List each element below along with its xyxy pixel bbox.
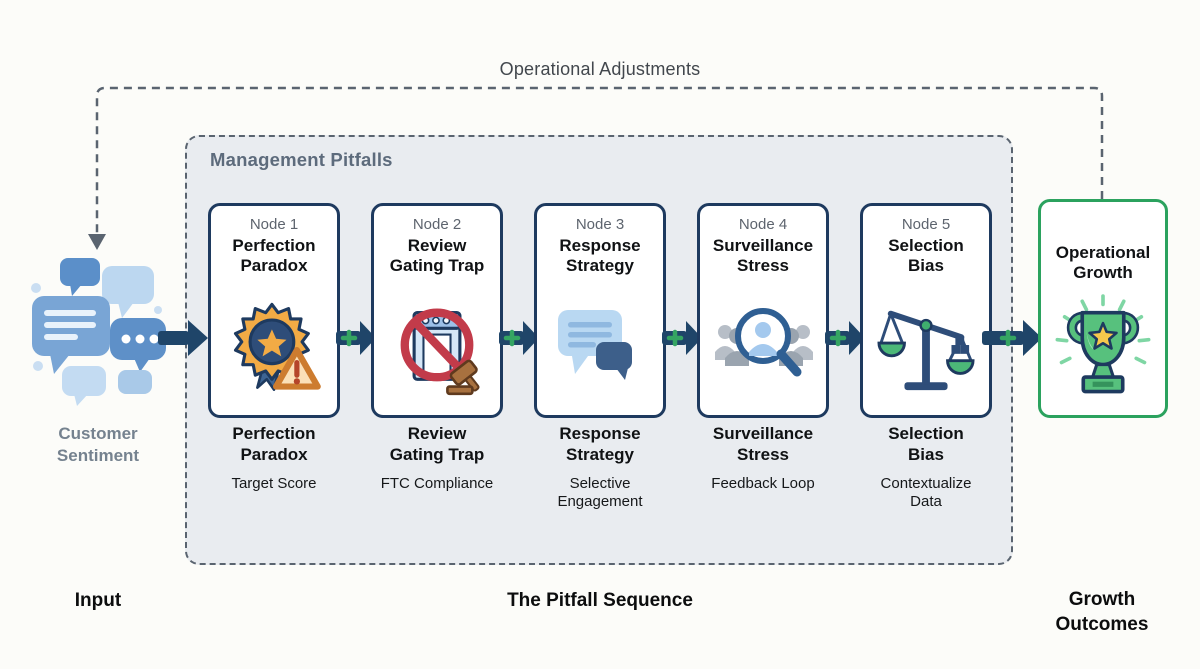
node-number: Node 3: [575, 216, 625, 233]
node-card-review-gating-trap: Node 2 Review Gating Trap: [371, 203, 503, 418]
trophy-icon: [1055, 294, 1151, 394]
flow-arrow-plus-icon: [336, 321, 376, 355]
chat-bubbles-cluster-icon: [31, 258, 166, 406]
flow-arrow-plus-icon: [662, 321, 702, 355]
node-number: Node 4: [738, 216, 788, 233]
outcome-title-line1: Operational: [1055, 243, 1151, 262]
node-title-line1: Response: [559, 236, 641, 255]
flow-arrow-plus-icon: [825, 321, 865, 355]
chat-reply-bubbles-icon: [558, 309, 632, 380]
node-title-line2: Bias: [908, 256, 944, 276]
node-card-response-strategy: Node 3 Response Strategy: [534, 203, 666, 418]
node-title-line1: Surveillance: [712, 236, 814, 255]
prohibited-gate-gavel-icon: [400, 308, 480, 395]
node-card-perfection-paradox: Node 1 Perfection Paradox: [208, 203, 340, 418]
node-title-line1: Selection: [888, 236, 964, 255]
outcome-card-operational-growth: Operational Growth: [1038, 199, 1168, 418]
unbalanced-scale-icon: [877, 310, 975, 390]
flow-arrow-plus-icon: [982, 320, 1042, 356]
flow-arrow-plus-icon: [499, 321, 539, 355]
node-number: Node 2: [412, 216, 462, 233]
node-title-line1: Review: [407, 236, 467, 255]
award-badge-warning-icon: [233, 302, 321, 391]
pitfalls-container-title: Management Pitfalls: [210, 149, 393, 170]
zone-label-pitfall-sequence: The Pitfall Sequence: [507, 590, 693, 611]
zone-label-growth-outcomes: Growth Outcomes: [1055, 589, 1149, 635]
node-card-surveillance-stress: Node 4 Surveillance Stress: [697, 203, 829, 418]
node-title-line1: Perfection: [232, 236, 316, 255]
zone-label-input: Input: [74, 590, 122, 611]
node-number: Node 1: [249, 216, 299, 233]
node-title-line2: Stress: [737, 256, 789, 276]
outcome-title-line2: Growth: [1073, 263, 1133, 283]
node-number: Node 5: [901, 216, 951, 233]
node-title-line2: Paradox: [240, 256, 308, 276]
gavel-icon: [449, 359, 480, 392]
feedback-loop-label: Operational Adjustments: [499, 59, 701, 79]
flow-arrow-input-icon: [158, 320, 208, 356]
customer-sentiment-label: Customer Sentiment: [56, 424, 140, 466]
node-title-line2: Gating Trap: [389, 256, 485, 276]
node-card-selection-bias: Node 5 Selection Bias: [860, 203, 992, 418]
node-title-line2: Strategy: [565, 256, 635, 276]
magnifier-people-icon: [715, 307, 813, 377]
